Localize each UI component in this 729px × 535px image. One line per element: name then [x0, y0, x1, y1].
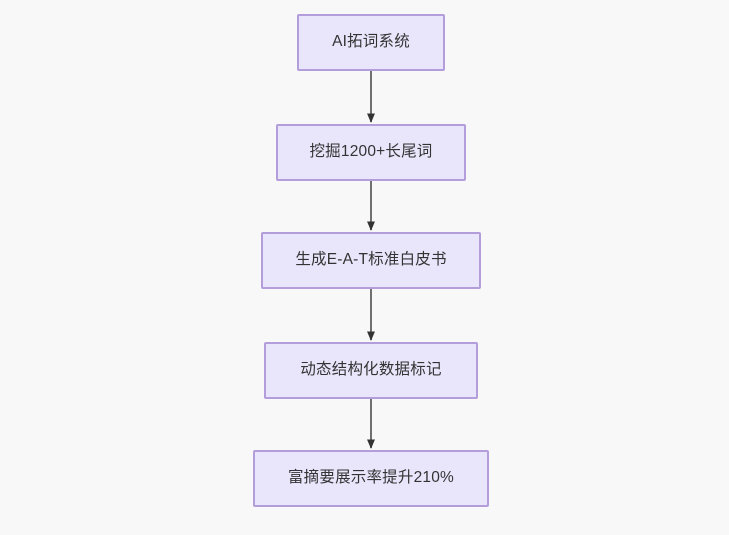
flow-node-generate-eat-whitepaper[interactable]: 生成E-A-T标准白皮书: [261, 232, 481, 289]
flow-node-label: 生成E-A-T标准白皮书: [295, 251, 447, 269]
flow-node-label: 富摘要展示率提升210%: [287, 469, 455, 487]
flow-node-dynamic-structured-data-markup[interactable]: 动态结构化数据标记: [264, 342, 478, 399]
flow-node-label: 动态结构化数据标记: [300, 361, 442, 379]
flow-node-ai-keyword-system[interactable]: AI拓词系统: [297, 14, 445, 71]
flow-node-mine-longtail-keywords[interactable]: 挖掘1200+长尾词: [276, 124, 466, 181]
flow-node-rich-snippet-impression-lift[interactable]: 富摘要展示率提升210%: [253, 450, 489, 507]
flow-node-label: AI拓词系统: [332, 33, 410, 51]
flow-node-label: 挖掘1200+长尾词: [309, 143, 433, 161]
